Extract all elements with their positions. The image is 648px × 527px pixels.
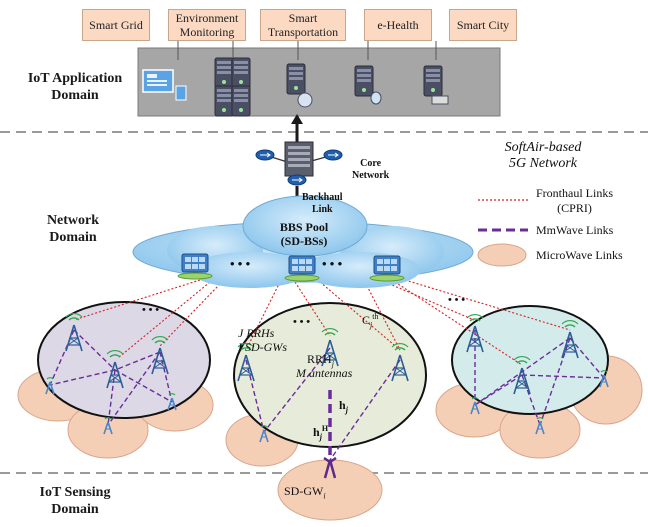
domain-label-line: Domain bbox=[51, 88, 99, 103]
sd-gw-i-text: SD-GW bbox=[284, 484, 324, 498]
cth-subscript: j bbox=[370, 320, 373, 330]
core-label-line: Network bbox=[352, 170, 390, 181]
router-icon bbox=[255, 149, 275, 161]
rrh-j-subscript: j bbox=[331, 359, 334, 369]
server-globe-icon bbox=[286, 63, 313, 108]
label-cj-th: Cjth bbox=[362, 312, 378, 329]
ellipsis-dots: • • • bbox=[230, 256, 251, 271]
bbs-pool-label: BBS Pool (SD-BSs) bbox=[268, 220, 340, 248]
backhaul-label-line: Link bbox=[312, 204, 333, 215]
legend-microwave-swatch bbox=[477, 243, 527, 267]
gateway-main-icon bbox=[323, 456, 337, 479]
label-j-rrhs: J RRHs bbox=[238, 326, 275, 340]
label-h-j: hj bbox=[339, 398, 348, 414]
domain-network: Network Domain bbox=[28, 212, 118, 246]
h-j-text: h bbox=[339, 398, 346, 412]
network-title: SoftAir-based 5G Network bbox=[478, 140, 608, 172]
legend-label-line: (CPRI) bbox=[557, 201, 592, 215]
label-sd-gw-i: SD-GWi bbox=[284, 484, 326, 500]
backhaul-link-label: Backhaul Link bbox=[302, 192, 343, 216]
app-e-health: e-Health bbox=[364, 9, 432, 41]
backhaul-label-line: Backhaul bbox=[302, 192, 343, 203]
fronthaul-links bbox=[73, 279, 571, 366]
server-keyboard-icon bbox=[423, 65, 449, 105]
legend-microwave-label: MicroWave Links bbox=[536, 248, 623, 262]
domain-label-line: Domain bbox=[51, 502, 99, 517]
core-label-line: Core bbox=[360, 158, 382, 169]
monitor-icon bbox=[142, 69, 187, 101]
cth-text: C bbox=[362, 313, 371, 327]
ellipsis-dots: • • • bbox=[448, 294, 466, 306]
core-network-icon bbox=[264, 141, 334, 178]
label-h-j-hermitian: hjH bbox=[313, 424, 328, 441]
router-icon bbox=[323, 149, 343, 161]
label-m-antennas: M antennas bbox=[296, 366, 353, 380]
network-title-line: 5G Network bbox=[508, 156, 578, 171]
domain-label-line: Domain bbox=[49, 230, 97, 245]
uplink-arrow-icon bbox=[291, 114, 303, 124]
h-j-subscript: j bbox=[345, 405, 348, 415]
network-title-line: SoftAir-based bbox=[504, 140, 582, 155]
router-icon bbox=[287, 174, 307, 186]
rrh-j-text: RRH bbox=[307, 352, 332, 366]
app-smart-city: Smart City bbox=[449, 9, 517, 41]
ellipsis-dots: • • • bbox=[293, 316, 311, 328]
domain-iot-application: IoT Application Domain bbox=[12, 70, 138, 104]
domain-iot-sensing: IoT Sensing Domain bbox=[20, 484, 130, 518]
app-smart-grid: Smart Grid bbox=[82, 9, 150, 41]
label-rrh-j: RRHj bbox=[307, 352, 334, 368]
h-j-h-text: h bbox=[313, 425, 320, 439]
bbs-label-line: BBS Pool bbox=[279, 220, 329, 234]
cth-superscript: th bbox=[372, 312, 379, 321]
app-environment-monitoring: Environment Monitoring bbox=[168, 9, 246, 41]
core-network-label: Core Network bbox=[352, 158, 389, 182]
legend-label-line: Fronthaul Links bbox=[536, 186, 613, 200]
bbs-label-line: (SD-BSs) bbox=[280, 234, 328, 248]
legend-fronthaul-label: Fronthaul Links (CPRI) bbox=[536, 186, 613, 216]
label-i-sd-gws: I SD-GWs bbox=[238, 340, 287, 354]
h-j-h-subscript: j bbox=[319, 432, 322, 442]
bbs-rack-icon bbox=[177, 253, 213, 280]
server-database-icon bbox=[354, 65, 382, 105]
domain-label-line: IoT Sensing bbox=[39, 485, 111, 500]
ellipsis-dots: • • • bbox=[322, 256, 343, 271]
ellipsis-dots: • • • bbox=[142, 304, 160, 316]
app-smart-transportation: Smart Transportation bbox=[260, 9, 346, 41]
sd-gw-i-subscript: i bbox=[323, 491, 326, 501]
server-rack-icon bbox=[214, 57, 251, 117]
domain-label-line: IoT Application bbox=[27, 71, 123, 86]
cell-left bbox=[37, 301, 211, 419]
bbs-rack-icon bbox=[369, 255, 405, 282]
application-server-panel bbox=[137, 47, 501, 117]
h-j-h-superscript: H bbox=[321, 424, 329, 433]
bbs-rack-icon bbox=[284, 255, 320, 282]
domain-label-line: Network bbox=[46, 213, 100, 228]
legend-mmwave-label: MmWave Links bbox=[536, 223, 614, 237]
